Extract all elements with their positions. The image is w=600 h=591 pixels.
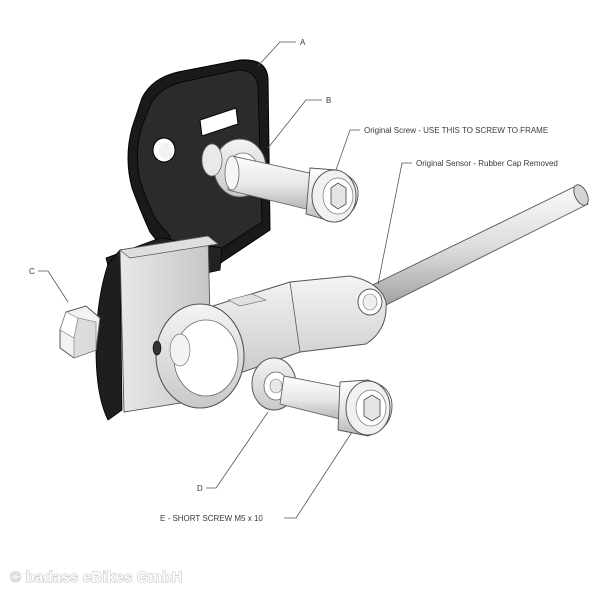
label-d: D bbox=[197, 484, 203, 493]
original-sensor bbox=[152, 184, 589, 409]
label-b: B bbox=[326, 96, 331, 105]
copyright-watermark: © badass eBikes GmbH bbox=[10, 569, 183, 586]
original-screw bbox=[224, 155, 359, 223]
label-a: A bbox=[300, 38, 306, 47]
short-screw-e bbox=[279, 375, 393, 437]
label-original-screw: Original Screw - USE THIS TO SCREW TO FR… bbox=[364, 126, 548, 135]
label-e-short-screw: E - SHORT SCREW M5 x 10 bbox=[160, 514, 263, 523]
leader-lines bbox=[38, 41, 412, 519]
label-original-sensor: Original Sensor - Rubber Cap Removed bbox=[416, 159, 558, 168]
label-c: C bbox=[29, 267, 35, 276]
hex-nut-c bbox=[59, 305, 101, 359]
